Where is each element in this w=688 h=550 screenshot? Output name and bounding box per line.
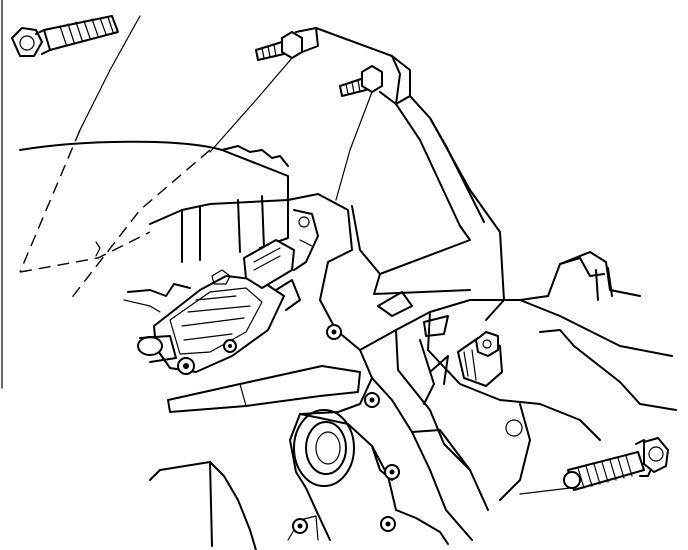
guide-line-4 [69, 149, 211, 301]
guide-line-6 [335, 91, 373, 201]
guide-line-2 [19, 129, 81, 273]
guide-line-3 [19, 231, 151, 273]
transaxle-case-icon [149, 193, 677, 550]
guide-line-1 [79, 15, 141, 131]
detent-lever-icon [377, 291, 449, 405]
shift-shaft-nut-icon [457, 331, 503, 387]
range-switch-icon [123, 269, 301, 375]
mount-bracket-icon [315, 27, 505, 321]
shift-lever-icon [167, 365, 361, 413]
bolt-lower-right-icon [519, 437, 669, 495]
wiring-connector-icon [243, 209, 319, 289]
transaxle-cover-icon [19, 140, 289, 263]
stud-upper-center-icon [255, 27, 319, 61]
output-bore-icon [293, 409, 355, 487]
case-bolts-icon [292, 324, 400, 534]
stud-upper-right-icon [339, 65, 383, 97]
guide-line-5 [209, 57, 293, 153]
bolt-upper-left-icon [11, 15, 119, 57]
